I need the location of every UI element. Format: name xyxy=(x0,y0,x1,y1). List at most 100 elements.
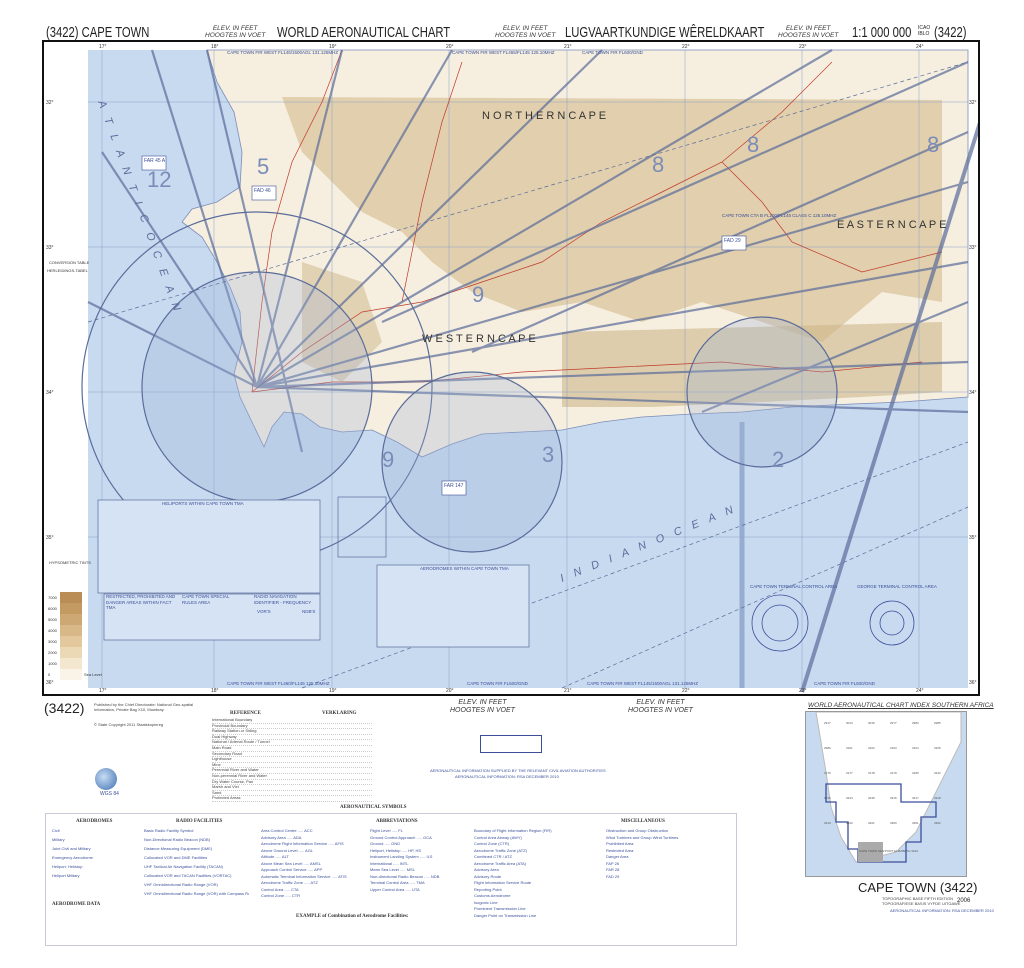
abbreviation-item: Aerodrome Traffic Zone ..... ATZ xyxy=(261,880,318,885)
heliports-title: HELIPORTS WITHIN CAPE TOWN TMA xyxy=(162,501,244,506)
fir-label-top: CAPE TOWN FIR FL600/GND xyxy=(582,50,644,55)
index-sheet-number: 3320 xyxy=(846,821,853,825)
abbreviation-item: Non-directional Radio Beacon ..... NDB xyxy=(370,873,440,879)
longitude-label: 19° xyxy=(329,688,337,694)
abbreviation-item: Ground Control Approach ..... GCA xyxy=(370,834,432,840)
reference-item: Lighthouse xyxy=(212,757,372,763)
topo-base: TOPOGRAPHIC BASE FIFTH EDITION xyxy=(882,896,954,901)
index-sheet-number: 3179 xyxy=(890,771,897,775)
index-sheet-number: 2986 xyxy=(824,746,831,750)
longitude-label: 23° xyxy=(799,44,807,50)
conversion-title: CONVERSION TABLE xyxy=(49,260,90,265)
tint-label: 0 xyxy=(48,672,51,677)
misc-symbol-item: Aerodrome Traffic Area (ATA) xyxy=(474,860,527,866)
symbols-panel: AERODROMES RADIO FACILITIES ABBREVIATION… xyxy=(45,813,737,946)
tint-swatch xyxy=(60,603,82,614)
aerodrome-symbol-item: Heliport, Helistop xyxy=(52,864,83,869)
vor-label: VOR'S xyxy=(257,609,271,614)
section-aerodromes: AERODROMES xyxy=(76,819,113,824)
tint-label: 1000 xyxy=(48,661,58,666)
restricted-area-label: FAD 29 xyxy=(724,238,741,244)
grid-elevation-figure: 9 xyxy=(472,282,484,307)
aerodrome-symbol-item: Emergency Aerodrome xyxy=(52,855,93,860)
restricted-area-label: FAR 45 A xyxy=(144,158,166,164)
abbreviation-item: Above Ground Level ..... AGL xyxy=(261,847,314,853)
inset-boxes xyxy=(97,496,530,648)
reference-item: Dual Highway xyxy=(212,735,372,741)
index-sheet-number: 3317 xyxy=(912,796,919,800)
aeronautical-map[interactable]: 17°17°18°18°19°19°20°20°21°21°22°22°23°2… xyxy=(44,42,1004,694)
restricted-area-label: FAD 46 xyxy=(254,188,271,194)
aerodrome-symbol-item: Heliport Military xyxy=(52,873,80,878)
tma-circles xyxy=(81,211,838,563)
aerodrome-symbol-item: Civil xyxy=(52,828,60,833)
abbreviation-item: Terminal Control Area ..... TMA xyxy=(370,880,425,885)
radio-facility-item: VHF Omnidirectional Radio Range (VOR) wi… xyxy=(144,891,249,896)
abbreviation-item: Above Mean Sea Level ..... AMSL xyxy=(261,860,321,866)
reference-item: Main Road xyxy=(212,746,372,752)
globe-icon xyxy=(95,768,117,790)
index-sheet-number: 2983 xyxy=(912,721,919,725)
wgs84-label: WGS 84 xyxy=(100,791,119,797)
region-label: E A S T E R N C A P E xyxy=(837,219,946,231)
longitude-label: 24° xyxy=(916,44,924,50)
aerodrome-symbol-item: Military xyxy=(52,837,65,842)
index-sheet-number: 3013 xyxy=(846,721,853,725)
tint-swatch xyxy=(60,636,82,647)
abbreviation-item: Approach Control Service ..... APP xyxy=(261,867,323,872)
grid-elevation-figure: 8 xyxy=(652,152,664,177)
restricted-area-label: FAR 147 xyxy=(444,483,464,489)
index-sheet-number: 3180 xyxy=(912,771,919,775)
latitude-label: 33° xyxy=(969,245,977,251)
tint-swatch xyxy=(60,625,82,636)
index-title: WORLD AERONAUTICAL CHART INDEX SOUTHERN … xyxy=(808,702,994,709)
grid-elevation-figure: 9 xyxy=(382,447,394,472)
reference-item: Railway Station or Siding xyxy=(212,729,372,735)
symbols-title: AERONAUTICAL SYMBOLS xyxy=(340,805,407,810)
aerodrome-data-title: AERODROME DATA xyxy=(52,902,101,907)
radio-facility-item: Collocated VOR and TACAN Facilities (VOR… xyxy=(144,873,232,878)
index-sheet-number: 3103 xyxy=(890,746,897,750)
index-sheet-number: 3233 xyxy=(824,796,831,800)
region-label: N O R T H E R N C A P E xyxy=(482,110,606,122)
area-tag: FAP 26 xyxy=(606,860,620,866)
reference-item: Marsh and Vlei xyxy=(212,785,372,791)
special-rules-title: CAPE TOWN SPECIAL RULES AREA xyxy=(182,594,230,605)
longitude-label: 22° xyxy=(682,44,690,50)
tint-label: 5000 xyxy=(48,617,58,622)
topo-base-af: TOPOGRAFIESE BASIS VYFDE UITGAWE xyxy=(882,901,961,906)
abbreviation-item: Aerodrome Flight Information Service ...… xyxy=(261,841,344,846)
ndb-label: NDB'S xyxy=(302,609,315,614)
area-tag: FAR 28 xyxy=(606,867,620,872)
region-label: W E S T E R N C A P E xyxy=(422,333,536,345)
tint-label: 7000 xyxy=(48,595,58,600)
misc-symbol-item: Flight Information Service Route xyxy=(474,880,532,885)
index-sheet-number: 3316 xyxy=(890,796,897,800)
abbreviation-item: Control Area ..... CTA xyxy=(261,886,299,892)
abbreviation-item: Area Control Centre ..... ACC xyxy=(261,828,313,833)
longitude-label: 24° xyxy=(916,688,924,694)
misc-symbol-item: Restricted Area xyxy=(606,847,634,853)
map-frame[interactable]: 17°17°18°18°19°19°20°20°21°21°22°22°23°2… xyxy=(42,40,1004,696)
abbreviation-item: Altitude ..... ALT xyxy=(261,854,289,859)
relief-shading xyxy=(562,322,942,407)
longitude-label: 20° xyxy=(446,44,454,50)
fir-label-bottom: CAPE TOWN FIR WEST FL145/1500AGL 131.125… xyxy=(587,681,698,686)
index-current-label: CAPE TOWN 3422 xyxy=(859,849,885,853)
misc-symbol-item: Wind Turbines and Group Wind Turbines xyxy=(606,834,679,840)
restricted-area-box xyxy=(141,155,167,171)
elev-af: HOOGTES IN VOET xyxy=(778,32,839,39)
index-sheet-number: 2917 xyxy=(824,721,831,725)
tint-swatch xyxy=(60,592,82,603)
tint-label: 6000 xyxy=(48,606,58,611)
longitude-label: 21° xyxy=(564,688,572,694)
chart-number-left: (3422) CAPE TOWN xyxy=(46,24,150,41)
aero-note: AERONAUTICAL INFORMATION SUPPLIED BY THE… xyxy=(430,768,606,773)
index-sheet-number: 3176 xyxy=(824,771,831,775)
publisher-note: Published by the Chief Directorate: Nati… xyxy=(94,702,194,712)
index-coverage-outline xyxy=(825,783,937,863)
